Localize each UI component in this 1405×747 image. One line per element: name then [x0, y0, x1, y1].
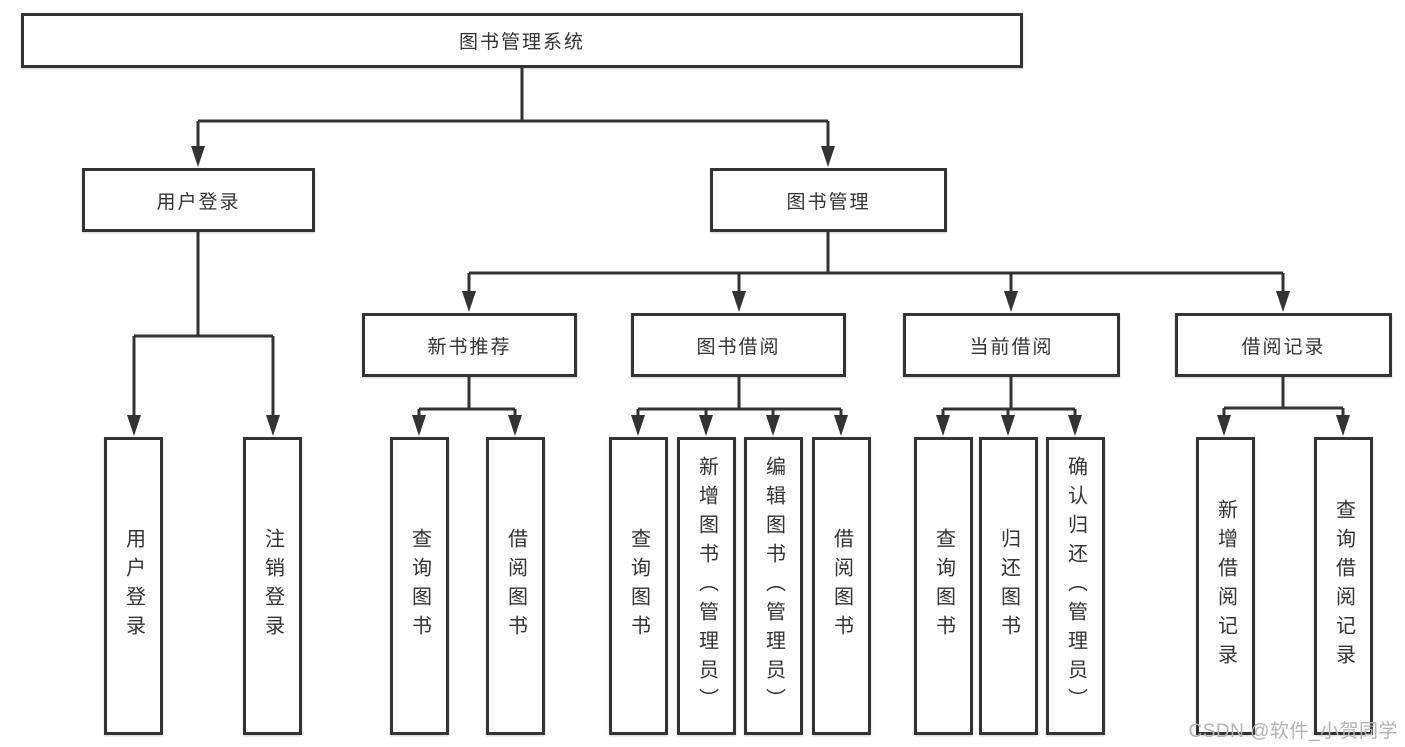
leaf-borrow-books-recommend-label: 借阅图书	[504, 528, 527, 644]
leaf-query-books-current: 查询图书	[914, 437, 973, 735]
leaf-return-book-label: 归还图书	[997, 528, 1020, 644]
leaf-query-books-borrowing-label: 查询图书	[627, 528, 650, 644]
leaf-logout-label: 注销登录	[261, 528, 284, 644]
arrowheads	[127, 146, 1350, 436]
leaf-add-borrow-record-label: 新增借阅记录	[1214, 499, 1237, 673]
leaf-add-book-admin: 新增图书（管理员）	[677, 437, 736, 735]
node-book-borrowing: 图书借阅	[631, 313, 846, 377]
leaf-query-borrow-record-label: 查询借阅记录	[1332, 499, 1355, 673]
node-book-management: 图书管理	[710, 168, 947, 232]
leaf-user-login: 用户登录	[104, 437, 163, 735]
node-library-management-system: 图书管理系统	[21, 13, 1023, 68]
leaf-confirm-return-admin-label: 确认归还（管理员）	[1064, 455, 1087, 717]
leaf-edit-book-admin: 编辑图书（管理员）	[744, 437, 803, 735]
leaf-query-books-current-label: 查询图书	[932, 528, 955, 644]
leaf-confirm-return-admin: 确认归还（管理员）	[1046, 437, 1105, 735]
leaf-return-book: 归还图书	[979, 437, 1038, 735]
leaf-borrow-books-label: 借阅图书	[830, 528, 853, 644]
leaf-logout: 注销登录	[243, 437, 302, 735]
leaf-borrow-books-recommend: 借阅图书	[486, 437, 545, 735]
node-new-book-recommendation: 新书推荐	[362, 313, 577, 377]
leaf-borrow-books: 借阅图书	[812, 437, 871, 735]
leaf-query-borrow-record: 查询借阅记录	[1314, 437, 1373, 735]
leaf-query-books-borrowing: 查询图书	[609, 437, 668, 735]
leaf-user-login-label: 用户登录	[122, 528, 145, 644]
leaf-edit-book-admin-label: 编辑图书（管理员）	[762, 455, 785, 717]
leaf-add-book-admin-label: 新增图书（管理员）	[695, 455, 718, 717]
leaf-query-books-recommend-label: 查询图书	[408, 528, 431, 644]
node-user-login: 用户登录	[82, 168, 315, 232]
leaf-add-borrow-record: 新增借阅记录	[1196, 437, 1255, 735]
csdn-watermark: CSDN @软件_小贺同学	[1188, 721, 1398, 742]
node-borrowing-records: 借阅记录	[1175, 313, 1392, 377]
node-current-borrowing: 当前借阅	[903, 313, 1120, 377]
leaf-query-books-recommend: 查询图书	[390, 437, 449, 735]
